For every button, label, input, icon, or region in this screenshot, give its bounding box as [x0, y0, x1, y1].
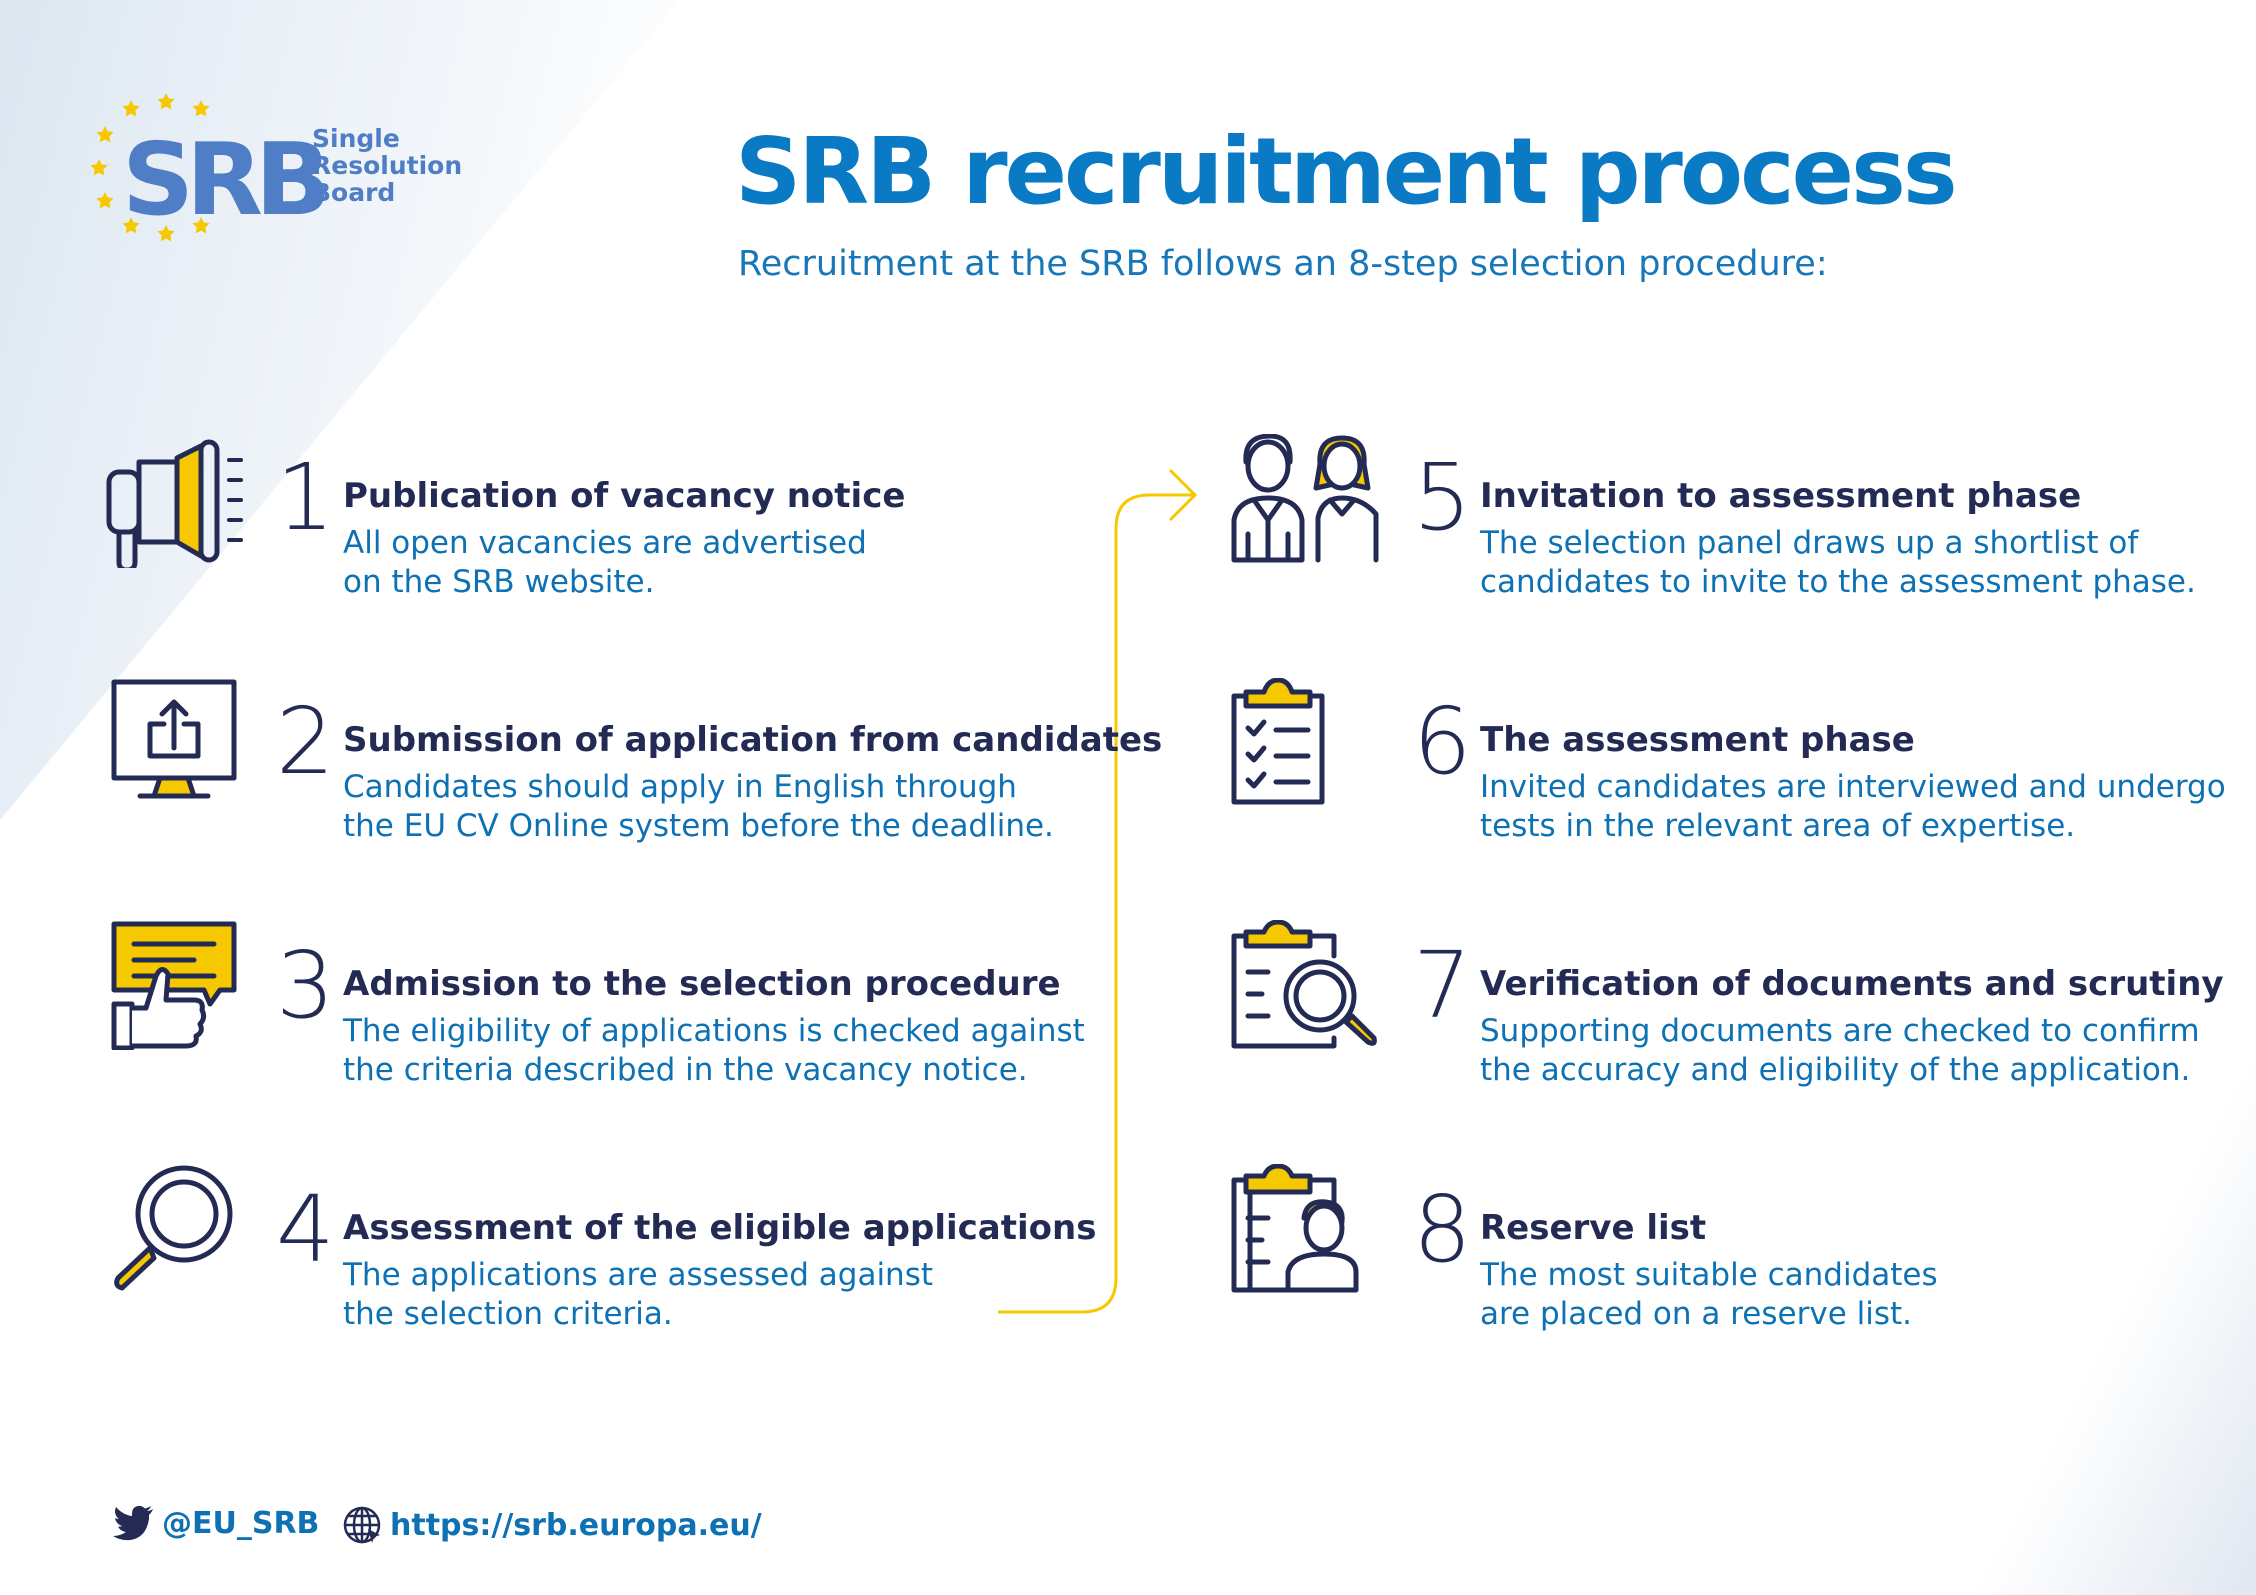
step-2-desc-line-2: the EU CV Online system before the deadl… — [343, 808, 1054, 844]
step-6: 6 The assessment phase Invited candidate… — [0, 678, 2256, 860]
step-6-desc-line-2: tests in the relevant area of expertise. — [1480, 808, 2076, 844]
thumbs-up-message-icon — [111, 921, 237, 1050]
step-4-description: The applications are assessed against th… — [343, 1256, 933, 1334]
step-5-title: Invitation to assessment phase — [1480, 476, 2082, 516]
step-7-number: 7 — [1413, 932, 1472, 1039]
website-url[interactable]: https://srb.europa.eu/ — [390, 1507, 762, 1543]
step-3-title: Admission to the selection procedure — [343, 964, 1061, 1004]
step-1-title: Publication of vacancy notice — [343, 476, 906, 516]
step-7-description: Supporting documents are checked to conf… — [1480, 1012, 2200, 1090]
step-6-desc-line-1: Invited candidates are interviewed and u… — [1480, 769, 2226, 805]
checklist-clipboard-icon — [1231, 678, 1325, 805]
step-8-number: 8 — [1413, 1176, 1472, 1283]
step-6-description: Invited candidates are interviewed and u… — [1480, 768, 2226, 846]
page-subtitle: Recruitment at the SRB follows an 8-step… — [738, 244, 1828, 284]
srb-logo: SRB — [90, 93, 333, 242]
clipboard-person-icon — [1231, 1164, 1359, 1293]
step-8-desc-line-1: The most suitable candidates — [1480, 1257, 1938, 1293]
step-7-desc-line-2: the accuracy and eligibility of the appl… — [1480, 1052, 2191, 1088]
step-1-number: 1 — [276, 444, 335, 551]
step-1-desc-line-1: All open vacancies are advertised — [343, 525, 867, 561]
page-title: SRB recruitment process — [735, 118, 1958, 225]
step-4-desc-line-2: the selection criteria. — [343, 1296, 673, 1332]
step-3-number: 3 — [276, 932, 335, 1039]
step-2: 2 Submission of application from candida… — [0, 679, 2256, 860]
step-1-desc-line-2: on the SRB website. — [343, 564, 655, 600]
step-4-number: 4 — [276, 1176, 335, 1283]
logo-wordmark: Single Resolution Board — [312, 125, 462, 206]
logo-line-1: Single — [312, 124, 400, 153]
step-7-desc-line-1: Supporting documents are checked to conf… — [1480, 1013, 2200, 1049]
step-8-description: The most suitable candidates are placed … — [1480, 1256, 1938, 1334]
twitter-link[interactable]: @EU_SRB — [112, 1505, 319, 1541]
people-icon — [1231, 434, 1379, 563]
step-7: 7 Verification of documents and scrutiny… — [0, 920, 2256, 1104]
twitter-icon — [113, 1505, 153, 1541]
step-4: 4 Assessment of the eligible application… — [0, 1165, 2256, 1348]
step-6-number: 6 — [1413, 688, 1472, 795]
step-2-title: Submission of application from candidate… — [343, 720, 1163, 760]
megaphone-icon — [106, 439, 243, 568]
step-1-description: All open vacancies are advertised on the… — [343, 524, 867, 602]
eu-stars-icon — [90, 93, 210, 242]
website-link[interactable]: https://srb.europa.eu/ — [342, 1505, 762, 1545]
step-2-desc-line-1: Candidates should apply in English throu… — [343, 769, 1017, 805]
step-5: 5 Invitation to assessment phase The sel… — [0, 434, 2256, 616]
globe-icon — [343, 1506, 381, 1544]
logo-line-3: Board — [312, 178, 396, 207]
step-8-desc-line-2: are placed on a reserve list. — [1480, 1296, 1913, 1332]
step-5-number: 5 — [1413, 444, 1472, 551]
twitter-handle[interactable]: @EU_SRB — [162, 1505, 320, 1541]
step-7-title: Verification of documents and scrutiny — [1480, 964, 2224, 1004]
step-2-description: Candidates should apply in English throu… — [343, 768, 1054, 846]
step-3: 3 Admission to the selection procedure T… — [0, 921, 2256, 1104]
step-5-description: The selection panel draws up a shortlist… — [1480, 524, 2196, 602]
step-4-title: Assessment of the eligible applications — [343, 1208, 1097, 1248]
step-3-desc-line-1: The eligibility of applications is check… — [343, 1013, 1085, 1049]
logo-line-2: Resolution — [312, 151, 463, 180]
step-8: 8 Reserve list The most suitable candida… — [0, 1164, 2256, 1348]
step-1: 1 Publication of vacancy notice All open… — [0, 439, 2256, 616]
logo-letters: SRB — [122, 121, 325, 238]
step-4-desc-line-1: The applications are assessed against — [343, 1257, 934, 1293]
clipboard-magnifier-icon — [1231, 920, 1377, 1049]
step-5-desc-line-1: The selection panel draws up a shortlist… — [1480, 525, 2139, 561]
step-5-desc-line-2: candidates to invite to the assessment p… — [1480, 564, 2196, 600]
step-2-number: 2 — [276, 688, 335, 795]
step-8-title: Reserve list — [1480, 1208, 1707, 1248]
magnifier-icon — [114, 1165, 233, 1291]
monitor-upload-icon — [111, 679, 237, 799]
step-3-desc-line-2: the criteria described in the vacancy no… — [343, 1052, 1028, 1088]
step-3-description: The eligibility of applications is check… — [343, 1012, 1085, 1090]
step-6-title: The assessment phase — [1480, 720, 1915, 760]
